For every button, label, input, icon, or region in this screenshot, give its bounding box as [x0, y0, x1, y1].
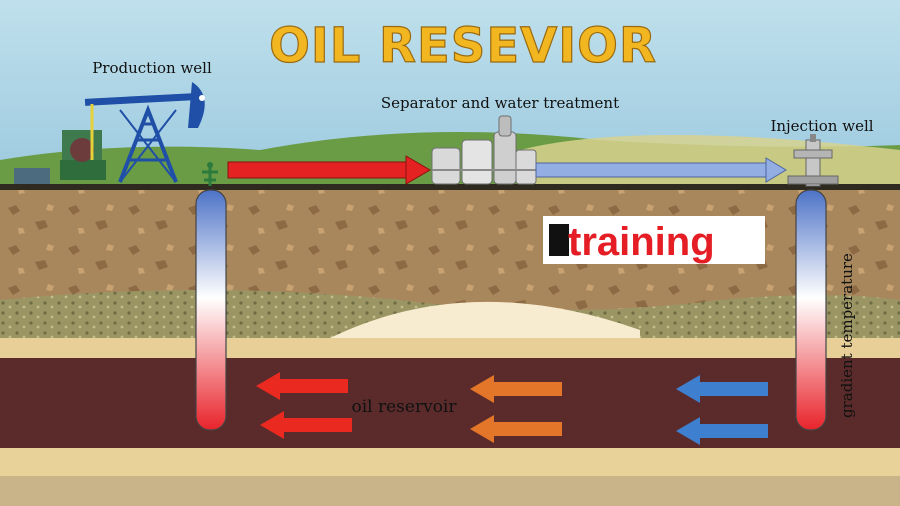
bottom-layer: [0, 476, 900, 506]
pumpjack-icon: [14, 82, 205, 184]
reservoir-arrow-orange-top: [470, 375, 562, 403]
injection-wellhead-icon: [787, 134, 839, 187]
ground-line: [0, 184, 900, 190]
production-well-pipe: [195, 189, 227, 431]
production-flow-arrow: [227, 155, 431, 185]
badge-text: training: [568, 220, 715, 264]
reservoir-arrow-blue-top: [676, 375, 768, 403]
water-flow-arrow: [535, 157, 787, 183]
reservoir-arrow-red-bottom: [260, 411, 352, 439]
separator-label: Separator and water treatment: [381, 94, 619, 112]
production-well-label: Production well: [92, 59, 212, 77]
page-title: OIL RESEVIOR: [269, 18, 657, 74]
separator-tanks-icon: [431, 115, 537, 185]
reservoir-arrow-red-top: [256, 372, 348, 400]
reservoir-arrow-orange-bottom: [470, 415, 562, 443]
injection-well-label: Injection well: [770, 117, 873, 135]
reservoir-arrow-blue-bottom: [676, 417, 768, 445]
sand-layer: [0, 338, 900, 360]
lower-sand-layer: [0, 448, 900, 478]
training-badge: training: [543, 216, 765, 264]
reservoir-label: oil reservoir: [351, 397, 457, 417]
sand-dome: [330, 301, 640, 345]
gradient-temperature-label: gradient temperature: [838, 253, 856, 418]
wellhead-icon: [202, 162, 218, 186]
injection-well-pipe: [795, 189, 827, 431]
